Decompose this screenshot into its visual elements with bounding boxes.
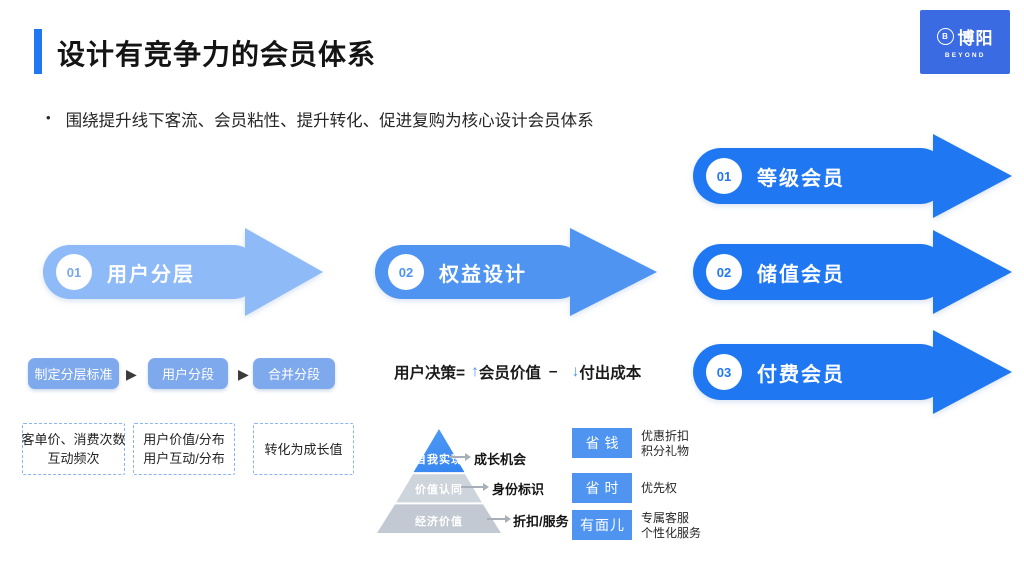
arrow-body: 02 储值会员 (693, 244, 948, 300)
flow-arrow-paid-member: 03 付费会员 (693, 330, 1013, 414)
metric-line: 用户价值/分布 (143, 432, 225, 447)
benefit-desc: 优惠折扣 积分礼物 (641, 429, 689, 459)
pyramid-benefit-label: 折扣/服务 (513, 514, 569, 529)
pyramid-benefit-label: 身份标识 (492, 482, 545, 497)
formula-value-term: 会员价值 (478, 365, 541, 382)
connector-arrow-icon (487, 515, 511, 523)
title-accent-bar (34, 29, 42, 74)
logo-brand-name: 博阳 (957, 29, 994, 48)
metric-line: 客单价、消费次数 (21, 432, 126, 447)
member-type-label: 储值会员 (757, 263, 845, 286)
connector-arrow-icon (461, 483, 489, 491)
pyramid-bottom-level (377, 504, 501, 533)
formula-cost-term: 付出成本 (579, 365, 642, 382)
benefit-desc-line: 优先权 (641, 481, 678, 495)
benefit-badge-prestige: 有面儿 (572, 510, 632, 540)
arrow-body: 03 付费会员 (693, 344, 948, 400)
flow-arrow-tier-member: 01 等级会员 (693, 134, 1013, 218)
benefit-badge-save-money: 省钱 (572, 428, 632, 458)
arrow-body: 01 用户分层 (43, 245, 260, 299)
metric-box-value-distribution: 用户价值/分布 用户互动/分布 (133, 423, 235, 475)
benefit-desc-line: 优惠折扣 (641, 429, 690, 443)
metric-line: 用户互动/分布 (143, 451, 225, 466)
benefit-badge-save-time: 省时 (572, 473, 632, 503)
step-number-badge: 02 (706, 254, 742, 290)
step-label: 权益设计 (439, 263, 527, 286)
page-title: 设计有竞争力的会员体系 (57, 39, 377, 70)
step-label: 用户分层 (107, 263, 195, 286)
step-number-badge: 03 (706, 354, 742, 390)
step-number-badge: 01 (706, 158, 742, 194)
formula-lhs: 用户决策= (394, 365, 466, 382)
process-step-merge-segment: 合并分段 (253, 358, 335, 389)
step-number-badge: 02 (388, 254, 424, 290)
right-triangle-icon: ▶ (238, 366, 249, 382)
logo-row: B 博阳 (936, 24, 994, 49)
pyramid-level-label: 经济价值 (415, 516, 463, 528)
benefit-desc: 专属客服 个性化服务 (641, 511, 701, 541)
decision-formula: 用户决策= ↑ 会员价值 – ↓ 付出成本 (394, 361, 641, 383)
metric-box-spend-frequency: 客单价、消费次数 互动频次 (21, 423, 126, 475)
flow-arrow-stored-value-member: 02 储值会员 (693, 230, 1013, 314)
member-type-label: 付费会员 (757, 363, 845, 386)
down-arrow-icon: ↓ (571, 363, 580, 380)
up-arrow-icon: ↑ (471, 363, 479, 380)
bullet-dot-icon: • (46, 110, 51, 125)
benefit-desc-line: 专属客服 (641, 511, 690, 525)
arrow-body: 01 等级会员 (693, 148, 948, 204)
benefit-desc: 优先权 (641, 481, 677, 496)
metric-box-growth-value: 转化为成长值 (253, 423, 354, 475)
pyramid-level-label: 价值认同 (415, 484, 463, 496)
benefit-desc-line: 积分礼物 (641, 444, 690, 458)
flow-arrow-rights-design: 02 权益设计 (375, 228, 658, 316)
right-triangle-icon: ▶ (126, 366, 137, 382)
intro-bullet-text: 围绕提升线下客流、会员粘性、提升转化、促进复购为核心设计会员体系 (65, 112, 594, 130)
arrow-body: 02 权益设计 (375, 245, 585, 299)
process-step-define-criteria: 制定分层标准 (28, 358, 119, 389)
step-number-badge: 01 (56, 254, 92, 290)
process-step-user-segment: 用户分段 (148, 358, 228, 389)
intro-bullet: • 围绕提升线下客流、会员粘性、提升转化、促进复购为核心设计会员体系 (46, 107, 594, 131)
connector-arrow-icon (449, 453, 471, 461)
logo-circle-icon: B (936, 28, 954, 45)
metric-line: 转化为成长值 (264, 441, 343, 457)
member-type-label: 等级会员 (757, 167, 845, 190)
minus-sign: – (548, 363, 558, 380)
pyramid-benefit-label: 成长机会 (474, 452, 527, 467)
pyramid-middle-level (396, 474, 482, 503)
flow-arrow-user-segmentation: 01 用户分层 (43, 228, 323, 316)
brand-logo: B 博阳 BEYOND (920, 10, 1010, 74)
value-pyramid: 自我实现 价值认同 经济价值 (377, 429, 501, 533)
metric-line: 互动频次 (47, 451, 100, 466)
benefit-desc-line: 个性化服务 (641, 526, 702, 540)
logo-brand-name-en: BEYOND (944, 51, 986, 59)
